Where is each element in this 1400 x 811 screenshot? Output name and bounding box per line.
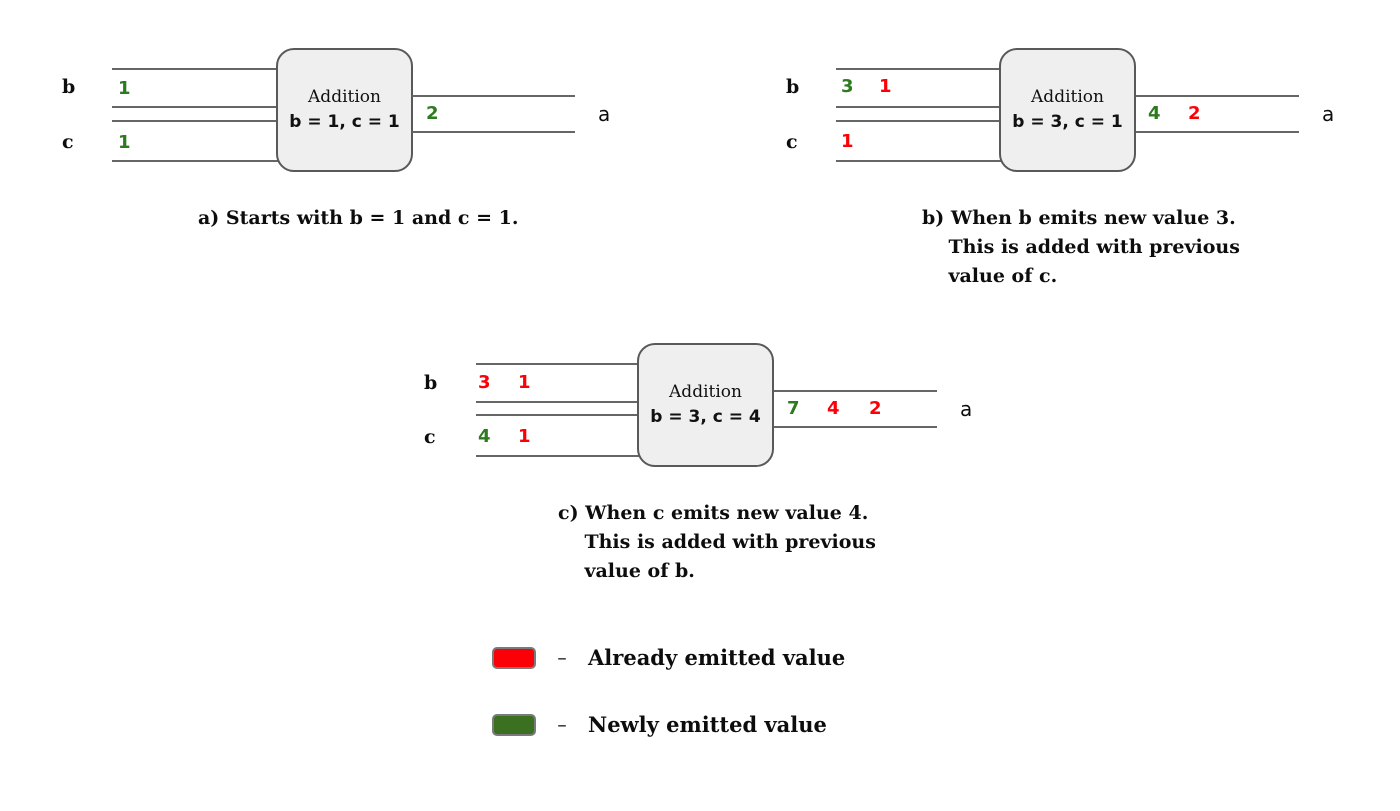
panel-a-caption: a) Starts with b = 1 and c = 1. (198, 207, 519, 229)
panel-b-stream-c-lane-top (836, 120, 1011, 122)
panel-b-stream-b-lane-top (836, 68, 1011, 70)
panel-c-addition-box: Addition b = 3, c = 4 (637, 343, 774, 467)
legend-label-newly-emitted: Newly emitted value (588, 712, 827, 737)
panel-a-stream-c-label: c (62, 131, 74, 153)
panel-c-stream-a-token-1: 4 (827, 398, 840, 419)
panel-c-stream-a-lane-bottom (774, 426, 937, 428)
panel-a-stream-c-lane-top (112, 120, 287, 122)
panel-c-stream-c-token-1: 1 (518, 426, 531, 447)
panel-a-stream-b-lane-top (112, 68, 287, 70)
panel-c-addition-box-title: Addition (669, 382, 742, 403)
panel-b-addition-box-title: Addition (1031, 87, 1104, 108)
panel-c-stream-b-lane-bottom (476, 401, 648, 403)
panel-a-stream-b-token-0: 1 (118, 78, 131, 99)
panel-b-stream-a-label: a (1322, 102, 1335, 126)
panel-b: b 3 1 c 1 Addition b = 3, c = 1 a 4 2 b)… (0, 0, 1400, 300)
panel-a-addition-box: Addition b = 1, c = 1 (276, 48, 413, 172)
panel-c-stream-a-token-0: 7 (787, 398, 800, 419)
panel-a: b 1 c 1 Addition b = 1, c = 1 a 2 a) Sta… (0, 0, 660, 300)
panel-c-stream-a-token-2: 2 (869, 398, 882, 419)
panel-a-stream-a-lane-top (412, 95, 575, 97)
legend-separator-dash-2: – (557, 713, 567, 736)
panel-c-stream-c-lane-top (476, 414, 648, 416)
panel-b-stream-a-token-1: 2 (1188, 103, 1201, 124)
panel-b-stream-b-label: b (786, 76, 800, 98)
panel-a-stream-b-lane-bottom (112, 106, 287, 108)
panel-c-stream-b-lane-top (476, 363, 648, 365)
panel-b-stream-a-lane-bottom (1136, 131, 1299, 133)
panel-a-stream-c-lane-bottom (112, 160, 287, 162)
panel-c-stream-c-lane-bottom (476, 455, 648, 457)
panel-b-addition-box: Addition b = 3, c = 1 (999, 48, 1136, 172)
panel-b-stream-c-label: c (786, 131, 798, 153)
panel-c-stream-c-token-0: 4 (478, 426, 491, 447)
panel-a-stream-a-lane-bottom (412, 131, 575, 133)
panel-c-addition-box-subtitle: b = 3, c = 4 (650, 407, 761, 427)
panel-c-stream-b-token-0: 3 (478, 372, 491, 393)
panel-a-addition-box-title: Addition (308, 87, 381, 108)
panel-a-stream-c-token-0: 1 (118, 132, 131, 153)
panel-b-caption: b) When b emits new value 3. This is add… (922, 207, 1240, 288)
panel-a-stream-a-label: a (598, 102, 611, 126)
legend-swatch-already-emitted (492, 646, 536, 669)
panel-a-stream-a-token-0: 2 (426, 103, 439, 124)
legend-label-already-emitted: Already emitted value (588, 645, 846, 670)
panel-b-stream-a-token-0: 4 (1148, 103, 1161, 124)
panel-c-caption: c) When c emits new value 4. This is add… (558, 502, 876, 583)
panel-c-stream-b-token-1: 1 (518, 372, 531, 393)
panel-a-addition-box-subtitle: b = 1, c = 1 (289, 112, 400, 132)
legend-item-already-emitted: – Already emitted value (492, 645, 845, 670)
legend-swatch-newly-emitted (492, 713, 536, 736)
panel-c-stream-a-lane-top (774, 390, 937, 392)
panel-b-stream-c-lane-bottom (836, 160, 1011, 162)
legend-item-newly-emitted: – Newly emitted value (492, 712, 827, 737)
panel-a-stream-b-label: b (62, 76, 76, 98)
panel-c-stream-a-label: a (960, 397, 973, 421)
legend-separator-dash: – (557, 646, 567, 669)
panel-b-stream-b-token-1: 1 (879, 76, 892, 97)
panel-b-addition-box-subtitle: b = 3, c = 1 (1012, 112, 1123, 132)
panel-b-stream-b-lane-bottom (836, 106, 1011, 108)
panel-c-stream-c-label: c (424, 426, 436, 448)
panel-b-stream-a-lane-top (1136, 95, 1299, 97)
panel-b-stream-b-token-0: 3 (841, 76, 854, 97)
panel-b-stream-c-token-0: 1 (841, 131, 854, 152)
panel-c-stream-b-label: b (424, 372, 438, 394)
